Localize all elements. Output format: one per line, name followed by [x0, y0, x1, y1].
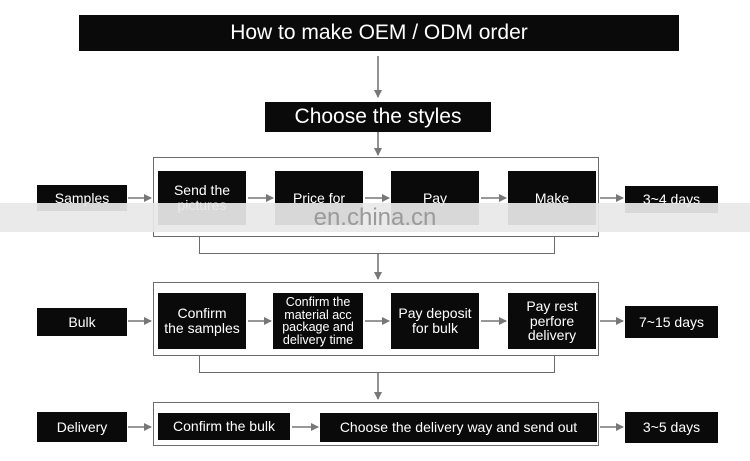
bulk-bracket: [199, 356, 555, 373]
delivery-label: Delivery: [37, 412, 127, 442]
delivery-step-choose-way: Choose the delivery way and send out: [320, 413, 597, 442]
watermark-text: en.china.cn: [313, 203, 437, 231]
bulk-duration: 7~15 days: [625, 306, 718, 338]
delivery-step-confirm-bulk: Confirm the bulk: [158, 413, 290, 440]
title-block: How to make OEM / ODM order: [79, 15, 679, 51]
bulk-step-confirm-material: Confirm the material acc package and del…: [273, 293, 363, 349]
delivery-duration: 3~5 days: [625, 412, 718, 443]
bulk-label: Bulk: [37, 308, 127, 336]
bulk-step-confirm-samples: Confirm the samples: [158, 293, 246, 349]
choose-styles-block: Choose the styles: [265, 102, 491, 132]
watermark-band: [0, 203, 750, 232]
bulk-step-pay-deposit: Pay deposit for bulk: [391, 293, 479, 349]
bulk-step-pay-rest: Pay rest perfore delivery: [508, 293, 596, 349]
samples-bracket: [199, 237, 555, 254]
